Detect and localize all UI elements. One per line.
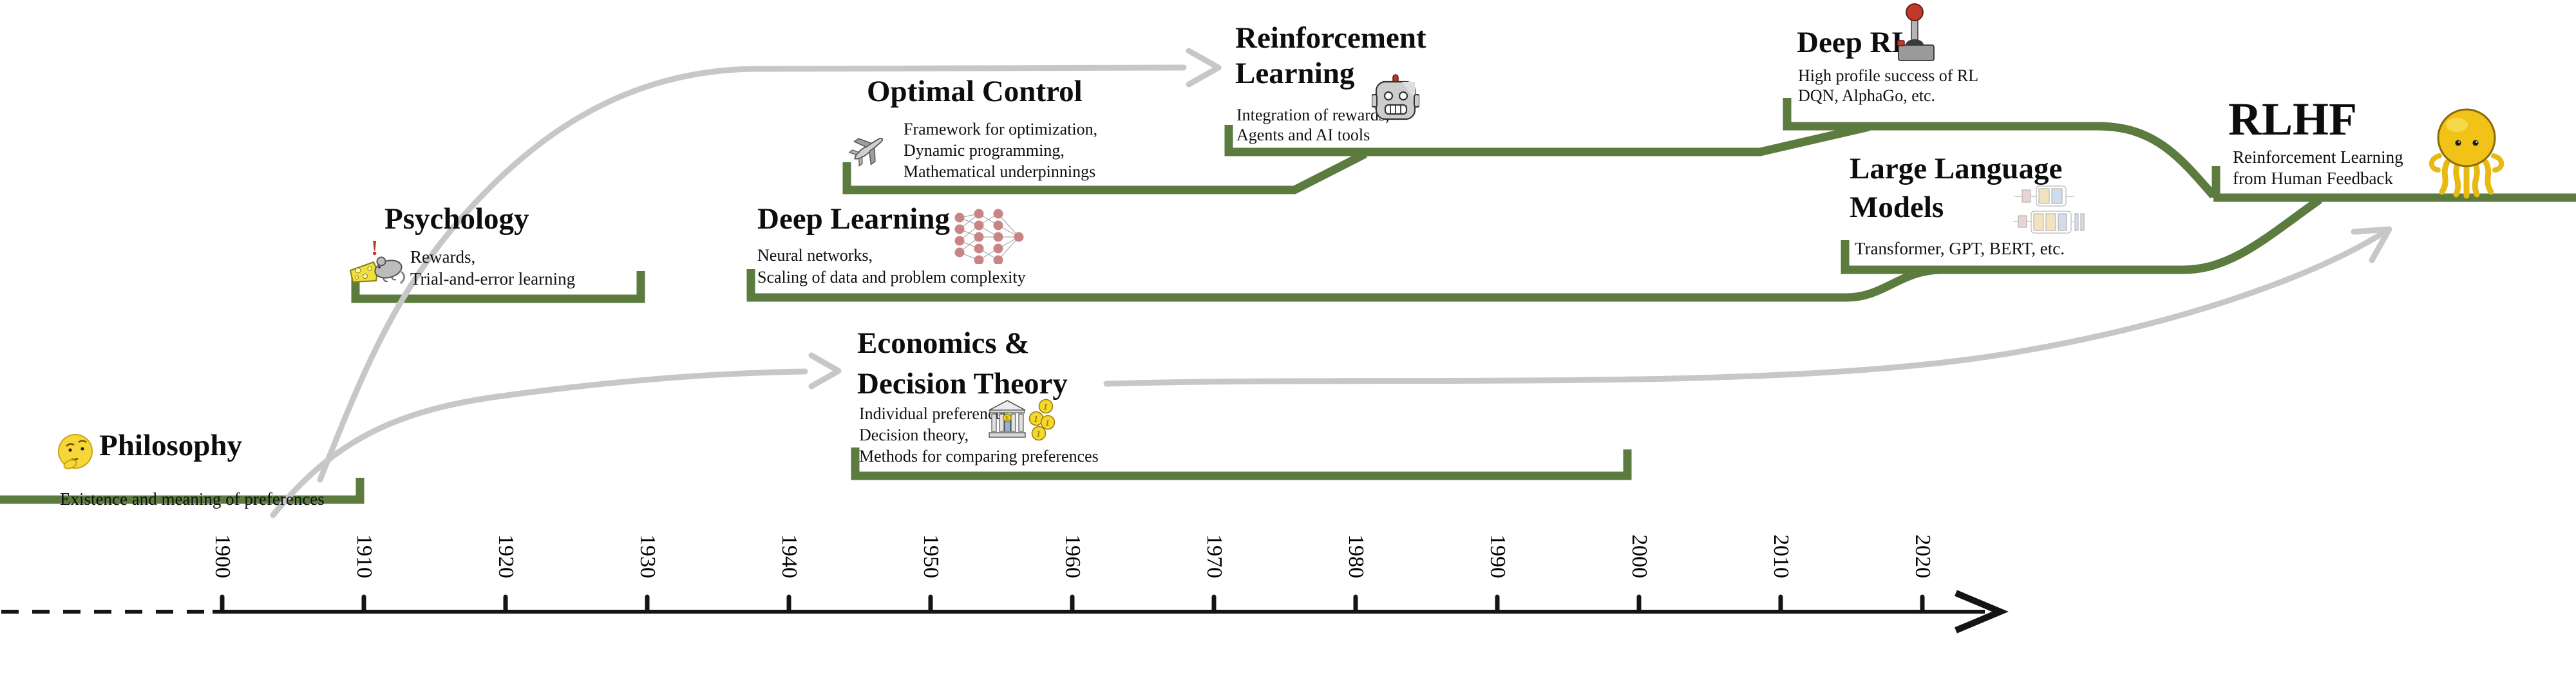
rlhf-title: RLHF	[2228, 93, 2358, 145]
year-label-1970: 1970	[1202, 534, 1226, 578]
optimal-control-subtitle-line: Dynamic programming,	[904, 141, 1065, 160]
economics-to-rlhf-arrow-curve	[1103, 230, 2386, 387]
year-label-1980: 1980	[1344, 534, 1368, 578]
axis-arrowhead	[1955, 590, 2009, 634]
section-economics: Economics & Decision Theory Individual p…	[857, 323, 1099, 466]
optimal-control-title: Optimal Control	[867, 75, 1083, 108]
section-psychology: Psychology Rewards, Trial-and-error lear…	[384, 201, 575, 288]
coin-label: 1	[1043, 402, 1048, 412]
llm-title-line: Models	[1850, 191, 1944, 224]
rlhf-subtitle-line: from Human Feedback	[2233, 169, 2393, 188]
section-rlhf: RLHF Reinforcement Learning from Human F…	[2228, 93, 2403, 188]
psychology-to-rl-arrowhead	[1186, 48, 1222, 88]
economics-subtitle-line: Decision theory,	[859, 426, 969, 444]
deep-rl-subtitle-line: High profile success of RL	[1798, 66, 1979, 85]
section-optimal-control: Optimal Control Framework for optimizati…	[867, 73, 1097, 181]
joystick-icon	[1897, 3, 1936, 66]
coin-label: 1	[1045, 419, 1050, 428]
thinking-face-icon	[57, 433, 94, 473]
rl-title-line: Learning	[1235, 57, 1355, 90]
llm-subtitle: Transformer, GPT, BERT, etc.	[1855, 239, 2065, 258]
year-label-2000: 2000	[1627, 534, 1651, 578]
coin-label: 1	[1036, 429, 1041, 439]
reinforcement-learning-stream-line	[1224, 122, 1870, 156]
rl-subtitle-line: Agents and AI tools	[1236, 126, 1370, 144]
optimal-control-subtitle-line: Framework for optimization,	[904, 120, 1098, 138]
neural-network-icon	[954, 209, 1024, 267]
coins-icon: 1 1 1 1	[1028, 398, 1059, 446]
rlhf-subtitle-line: Reinforcement Learning	[2233, 147, 2403, 167]
deep-learning-subtitle-line: Neural networks,	[757, 246, 873, 265]
section-philosophy: Philosophy Existence and meaning of pref…	[60, 428, 325, 509]
year-label-1960: 1960	[1061, 534, 1084, 578]
year-label-1910: 1910	[352, 534, 376, 578]
optimal-control-stream-line	[842, 150, 1367, 194]
bank-icon: $	[987, 399, 1027, 444]
deep-learning-title: Deep Learning	[757, 202, 950, 236]
year-label-1900: 1900	[211, 534, 234, 578]
rl-subtitle-line: Integration of rewards,	[1236, 106, 1390, 124]
coin-label: 1	[1034, 415, 1038, 424]
rl-title-line: Reinforcement	[1235, 21, 1426, 55]
section-deep-rl: Deep RL High profile success of RL DQN, …	[1797, 24, 1978, 105]
section-deep-learning: Deep Learning Neural networks, Scaling o…	[757, 201, 1026, 287]
airplane-icon	[848, 126, 891, 173]
robot-icon	[1371, 73, 1420, 129]
psychology-subtitle-line: Trial-and-error learning	[410, 269, 576, 288]
octopus-icon	[2428, 103, 2505, 203]
axis-tick-marks	[220, 594, 1925, 612]
year-label-1940: 1940	[777, 534, 801, 578]
mouse-cheese-icon: !	[348, 236, 407, 294]
psychology-to-rl-arrow-curve	[317, 64, 1187, 483]
economics-subtitle-line: Individual preferences,	[859, 404, 1014, 423]
section-large-language-models: Large Language Models Transformer, GPT, …	[1850, 149, 2065, 258]
year-label-2010: 2010	[1769, 534, 1793, 578]
philosophy-subtitle: Existence and meaning of preferences	[60, 489, 325, 509]
economics-title-line: Economics &	[857, 326, 1030, 360]
deep-rl-title: Deep RL	[1797, 26, 1912, 59]
economics-title-line: Decision Theory	[857, 367, 1068, 400]
economics-stream-line	[851, 447, 1632, 480]
economics-to-rlhf-arrowhead	[2351, 226, 2392, 263]
optimal-control-subtitle-line: Mathematical underpinnings	[904, 162, 1096, 181]
year-label-1930: 1930	[636, 534, 659, 578]
llm-stream-line	[1841, 196, 2322, 274]
psychology-stream-line	[351, 271, 645, 303]
philosophy-title: Philosophy	[99, 429, 243, 462]
philosophy-to-economics-arrowhead	[808, 352, 842, 390]
year-label-1950: 1950	[919, 534, 943, 578]
psychology-title: Psychology	[384, 202, 529, 236]
philosophy-to-economics-arrow-curve	[270, 368, 808, 518]
bank-dollar-label: $	[1005, 415, 1009, 422]
llm-title-line: Large Language	[1850, 152, 2063, 185]
year-label-1920: 1920	[494, 534, 518, 578]
year-label-1990: 1990	[1486, 534, 1510, 578]
year-label-2020: 2020	[1911, 534, 1935, 578]
deep-rl-stream-line	[1783, 98, 2217, 199]
economics-subtitle-line: Methods for comparing preferences	[859, 447, 1099, 466]
deep-rl-subtitle-line: DQN, AlphaGo, etc.	[1798, 86, 1936, 105]
transformer-icon	[2013, 184, 2089, 240]
section-reinforcement-learning: Reinforcement Learning Integration of re…	[1235, 21, 1426, 144]
philosophy-stream-line	[0, 478, 365, 504]
deep-learning-subtitle-line: Scaling of data and problem complexity	[757, 268, 1026, 287]
exclamation-mark: !	[371, 236, 378, 260]
psychology-subtitle-line: Rewards,	[410, 247, 476, 267]
